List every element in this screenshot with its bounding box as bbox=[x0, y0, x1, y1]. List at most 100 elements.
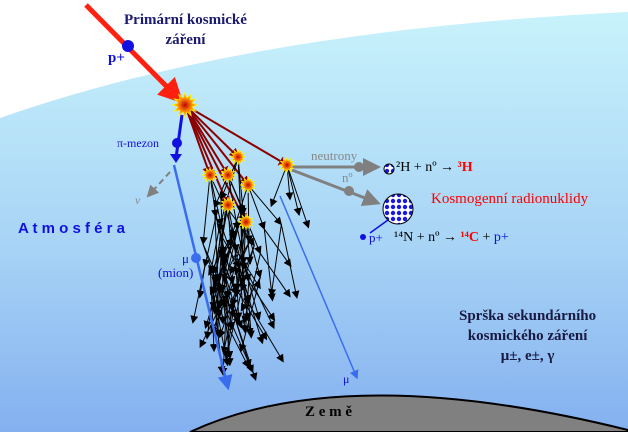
hadron-track bbox=[184, 104, 250, 187]
collision-burst-icon bbox=[237, 213, 255, 231]
collision-burst-icon bbox=[278, 156, 296, 174]
shower-particle-arrow bbox=[220, 212, 245, 262]
ejected-proton-arrow bbox=[369, 219, 389, 234]
hadron-track bbox=[184, 104, 289, 167]
collision-burst-icon bbox=[201, 166, 219, 184]
muon-symbol: μ bbox=[182, 251, 189, 266]
shower-particle-arrow bbox=[209, 272, 218, 353]
pion-dot bbox=[172, 138, 182, 148]
ejected-proton-dot bbox=[360, 234, 366, 240]
shower-particle-arrow bbox=[286, 164, 311, 229]
neutron-dot-2 bbox=[344, 186, 354, 196]
tritium-reaction: ²H + nº → ³H bbox=[396, 160, 473, 176]
shower-particle-arrow bbox=[208, 236, 232, 276]
shower-particle-arrow bbox=[210, 204, 229, 275]
muon-dot bbox=[191, 253, 201, 263]
neutrino-arrow bbox=[146, 171, 171, 198]
carbon-reaction: ¹⁴N + nº → ¹⁴C + p+ bbox=[394, 230, 509, 246]
ejected-proton-label: p+ bbox=[369, 230, 383, 245]
earth bbox=[189, 394, 628, 432]
title-line2: záření bbox=[165, 32, 206, 48]
atmosphere-label: A t m o s f é r a bbox=[18, 220, 125, 237]
title: Primární kosmické záření bbox=[124, 10, 247, 50]
shower-particle-arrow bbox=[223, 306, 234, 360]
shower-particle-arrow bbox=[247, 184, 266, 230]
shower-particle-arrow bbox=[220, 290, 237, 355]
carbon-reaction-proton: p+ bbox=[493, 230, 509, 245]
shower-particle-arrow bbox=[210, 283, 234, 334]
shower-particle-arrow bbox=[238, 277, 261, 353]
shower-particles: μ±, e±, γ bbox=[500, 348, 555, 364]
shower-particle-arrow bbox=[232, 283, 268, 341]
shower-particle-arrow bbox=[203, 260, 227, 329]
shower-particle-arrow bbox=[269, 164, 288, 208]
primary-proton-dot bbox=[122, 40, 134, 52]
tritium-reaction-lhs: ²H + nº → bbox=[396, 160, 455, 175]
shower-line1: Sprška sekundárního bbox=[459, 308, 597, 324]
shower-particle-arrow bbox=[222, 251, 238, 283]
pion-track bbox=[174, 114, 184, 159]
shower-particle-arrow bbox=[217, 208, 226, 258]
shower-label: Sprška sekundárního kosmického záření μ±… bbox=[459, 306, 596, 366]
collision-burst-icon bbox=[219, 166, 237, 184]
neutron-arrow-2 bbox=[291, 168, 381, 207]
title-line1: Primární kosmické bbox=[124, 12, 247, 28]
cosmogenic-radionuclides-label: Kosmogenní radionuklidy bbox=[431, 191, 589, 207]
shower-particle-arrow bbox=[218, 260, 227, 294]
shower-particle-arrow bbox=[229, 184, 249, 239]
shower-particle-arrow bbox=[286, 164, 302, 217]
shower-particle-arrow bbox=[236, 251, 261, 290]
collision-burst-icon bbox=[239, 176, 257, 194]
shower-particle-arrow bbox=[240, 277, 261, 312]
shower-particle-arrow bbox=[220, 256, 239, 297]
neutron-dot-1 bbox=[354, 162, 364, 172]
collision-burst-icon bbox=[219, 196, 237, 214]
shower-particle-arrow bbox=[234, 242, 250, 276]
carbon-reaction-plus: + bbox=[482, 230, 491, 245]
tritium-product: ³H bbox=[457, 160, 473, 175]
shower-particle-arrow bbox=[229, 242, 250, 275]
shower-particle-arrow bbox=[199, 174, 211, 246]
shower-line2: kosmického záření bbox=[467, 328, 588, 344]
pion-label: π-mezon bbox=[117, 136, 160, 150]
atmosphere bbox=[0, 12, 628, 432]
shower-particle-arrow bbox=[241, 281, 250, 334]
deuterium-nucleus-icon bbox=[383, 163, 395, 175]
muon-ground-label: μ bbox=[343, 372, 350, 386]
shower-particle-arrow bbox=[234, 240, 243, 321]
hadron-track bbox=[184, 104, 240, 159]
neutrino-label: ν bbox=[135, 193, 141, 207]
shower-particle-arrow bbox=[207, 230, 220, 274]
neutrons-label: neutrony bbox=[311, 148, 358, 163]
earth-label: Z e m ě bbox=[305, 404, 353, 420]
muon-track-2 bbox=[279, 195, 359, 380]
shower-particle-arrow bbox=[263, 228, 292, 268]
muon-name: (mion) bbox=[158, 265, 194, 280]
carbon-product: ¹⁴C bbox=[460, 230, 479, 245]
shower-particle-arrow bbox=[238, 267, 265, 345]
muon-track bbox=[172, 164, 233, 391]
hadron-track bbox=[184, 104, 247, 224]
neutron-label: nº bbox=[342, 170, 353, 185]
shower-particle-arrow bbox=[263, 228, 276, 302]
primary-ray-arrow bbox=[84, 3, 184, 104]
shower-particle-arrow bbox=[247, 184, 282, 226]
hadron-track bbox=[184, 104, 230, 207]
hadron-tracks bbox=[184, 104, 289, 224]
nitrogen-nucleus-icon bbox=[382, 193, 414, 225]
shower-particle-arrow bbox=[223, 290, 237, 359]
shower-particle-arrow bbox=[202, 216, 217, 268]
collision-burst-icon bbox=[229, 148, 247, 166]
shower-particle-arrow bbox=[259, 253, 291, 298]
carbon-reaction-lhs: ¹⁴N + nº → bbox=[394, 230, 457, 245]
shower-particle-arrow bbox=[220, 260, 235, 312]
shower-particle-arrow bbox=[248, 281, 276, 322]
proton-label: p+ bbox=[108, 50, 125, 66]
collision-bursts bbox=[171, 91, 296, 231]
shower-particle-arrow bbox=[214, 207, 229, 262]
shower-particle-arrow bbox=[268, 224, 282, 297]
shower-particle-arrow bbox=[238, 267, 249, 334]
pion-arrowhead bbox=[170, 154, 182, 163]
